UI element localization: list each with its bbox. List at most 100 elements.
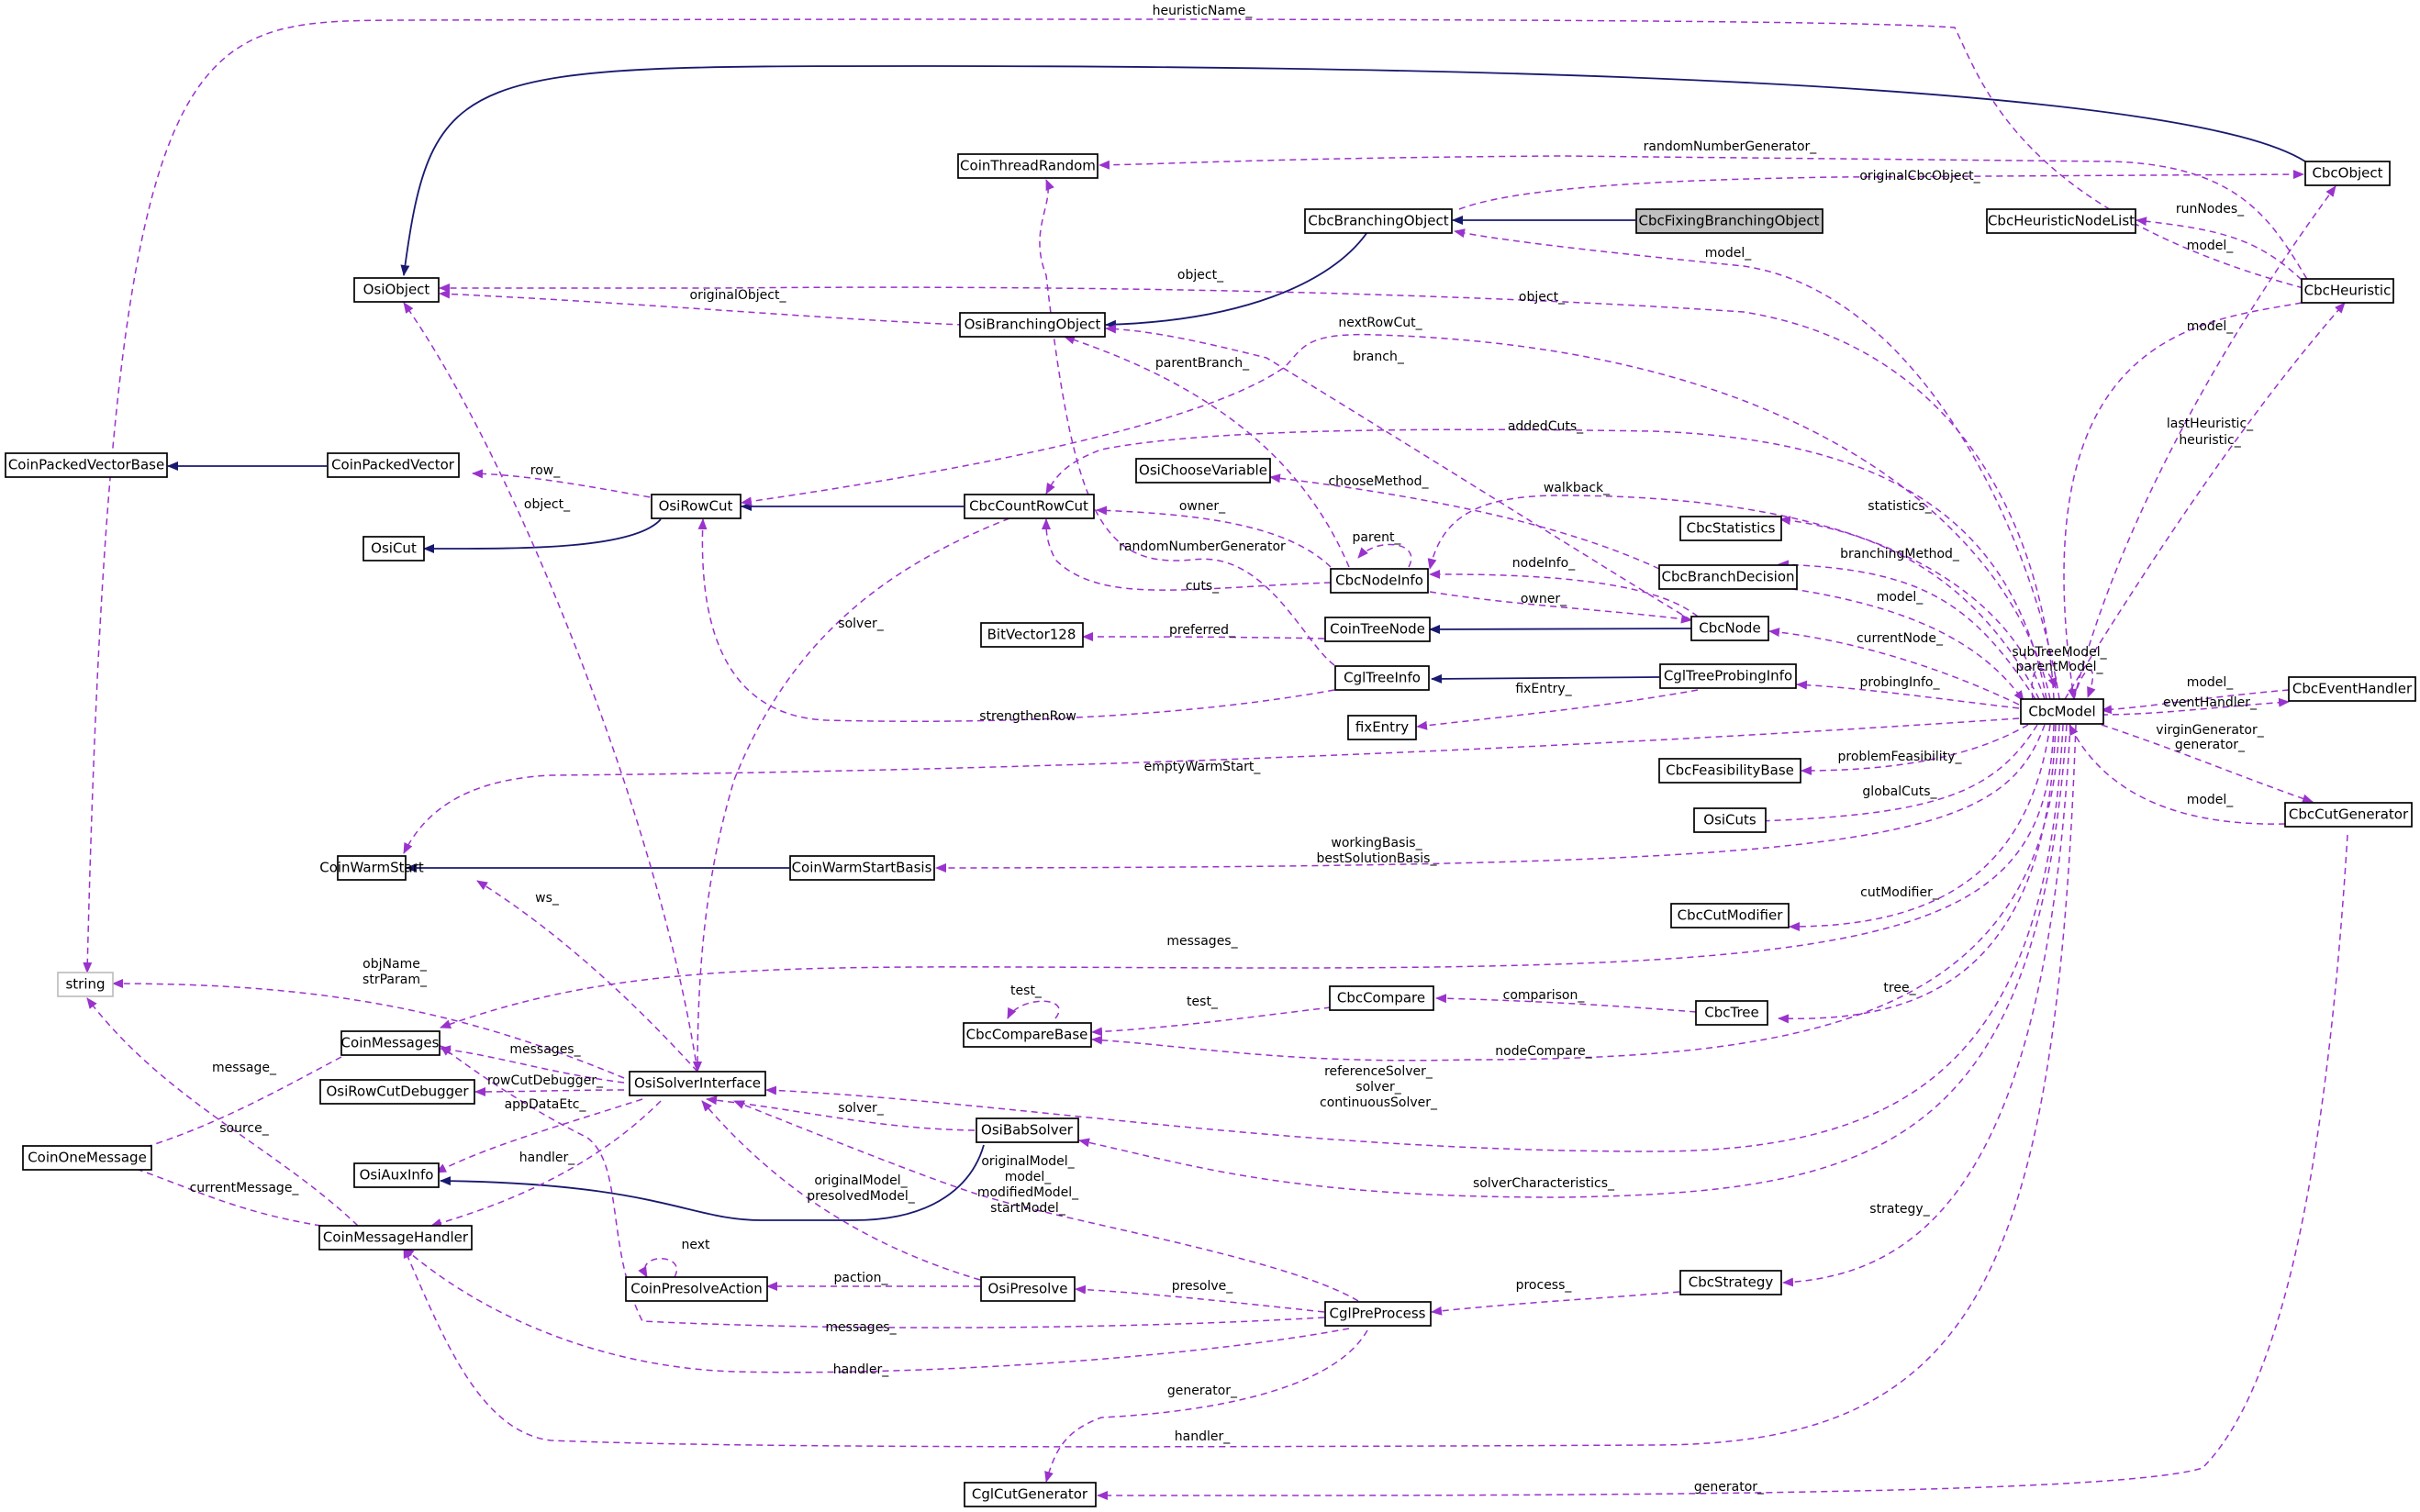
node-cbctree[interactable]: CbcTree: [1695, 1000, 1768, 1026]
svg-text:CbcEventHandler: CbcEventHandler: [2292, 681, 2413, 697]
edge-presolve: [1075, 1284, 1325, 1313]
label-model-eventhandler: model_: [2187, 675, 2235, 690]
edge-nodeinfo: [1429, 569, 1699, 617]
edge-handler-3: [403, 724, 2077, 1448]
node-cbcbranchingobject[interactable]: CbcBranchingObject: [1304, 208, 1453, 234]
label-presolvedmodel: presolvedModel_: [807, 1189, 916, 1204]
label-fixentry: fixEntry_: [1515, 682, 1572, 696]
node-cbcmodel[interactable]: CbcModel: [2020, 698, 2104, 725]
svg-text:OsiBabSolver: OsiBabSolver: [981, 1122, 1074, 1139]
label-choosemethod: chooseMethod_: [1328, 474, 1429, 489]
node-coinpresolveaction[interactable]: CoinPresolveAction: [625, 1276, 768, 1302]
label-nextrowcut: nextRowCut_: [1338, 316, 1422, 330]
node-coinwarmstartbasis[interactable]: CoinWarmStartBasis: [789, 855, 935, 881]
svg-text:CbcHeuristicNodeList: CbcHeuristicNodeList: [1988, 213, 2135, 229]
node-coinonemessage[interactable]: CoinOneMessage: [22, 1145, 152, 1171]
label-workingbasis: workingBasis_: [1331, 836, 1422, 850]
node-osicuts[interactable]: OsiCuts: [1693, 807, 1767, 833]
node-osiobject[interactable]: OsiObject: [353, 277, 440, 303]
label-model-cbcobject: model_: [2187, 239, 2235, 253]
node-cgltreeprobinginfo[interactable]: CglTreeProbingInfo: [1659, 663, 1797, 689]
label-appdataetc: appDataEtc_: [505, 1097, 587, 1112]
label-strengthenrow: strengthenRow: [979, 709, 1076, 724]
svg-text:CbcNodeInfo: CbcNodeInfo: [1335, 573, 1423, 589]
label-model-branching: model_: [1705, 246, 1753, 261]
node-cbccutmodifier[interactable]: CbcCutModifier: [1670, 903, 1790, 928]
node-cglcutgenerator[interactable]: CglCutGenerator: [964, 1482, 1097, 1507]
node-cbcbranchdecision[interactable]: CbcBranchDecision: [1658, 564, 1798, 590]
node-cbcnodeinfo[interactable]: CbcNodeInfo: [1330, 568, 1429, 594]
label-presolve: presolve_: [1172, 1279, 1234, 1294]
edge-virgingenerator: [2101, 724, 2314, 804]
label-solver-2: solver_: [1355, 1080, 1401, 1095]
inheritance-edges: [167, 65, 2306, 1221]
node-cbccompare[interactable]: CbcCompare: [1329, 985, 1434, 1011]
node-cbccomparebase[interactable]: CbcCompareBase: [963, 1022, 1092, 1048]
node-cbcfixingbranchingobject[interactable]: CbcFixingBranchingObject: [1635, 208, 1823, 234]
node-cointhreadrandom[interactable]: CoinThreadRandom: [957, 153, 1098, 179]
node-cbcheuristicnodelist[interactable]: CbcHeuristicNodeList: [1986, 208, 2136, 234]
node-osicut[interactable]: OsiCut: [362, 536, 425, 561]
svg-text:CoinOneMessage: CoinOneMessage: [28, 1150, 147, 1166]
svg-text:CoinPackedVectorBase: CoinPackedVectorBase: [8, 457, 164, 473]
edge-currentnode: [1768, 628, 2020, 706]
node-cbcstatistics[interactable]: CbcStatistics: [1679, 516, 1782, 541]
node-string[interactable]: string: [57, 972, 114, 997]
label-originalmodel-2: originalModel_: [814, 1173, 908, 1188]
node-coinmessagehandler[interactable]: CoinMessageHandler: [318, 1225, 473, 1251]
node-cbcstrategy[interactable]: CbcStrategy: [1679, 1270, 1782, 1295]
node-fixentry[interactable]: fixEntry: [1347, 715, 1417, 740]
node-cbceventhandler[interactable]: CbcEventHandler: [2288, 676, 2416, 702]
svg-text:CglCutGenerator: CglCutGenerator: [972, 1486, 1088, 1503]
node-osibabsolver[interactable]: OsiBabSolver: [976, 1117, 1079, 1143]
node-osirowcut[interactable]: OsiRowCut: [651, 494, 742, 519]
node-bitvector128[interactable]: BitVector128: [980, 622, 1084, 648]
label-generator-2: generator_: [1167, 1384, 1238, 1398]
edge-next: [638, 1258, 678, 1278]
edge-preferred: [1082, 632, 1325, 642]
edge-randomnumbergenerator: [1098, 155, 2314, 289]
svg-text:CoinPackedVector: CoinPackedVector: [331, 457, 455, 473]
node-osiauxinfo[interactable]: OsiAuxInfo: [353, 1162, 440, 1188]
edge-solvercharacteristics: [1078, 724, 2068, 1198]
edge-message: [128, 1056, 342, 1154]
node-osisolverinterface[interactable]: OsiSolverInterface: [629, 1071, 766, 1096]
label-handler-2: handler_: [833, 1362, 889, 1377]
node-coinmessages[interactable]: CoinMessages: [340, 1030, 441, 1056]
svg-text:CglTreeInfo: CglTreeInfo: [1344, 670, 1421, 686]
node-cglpreprocess[interactable]: CglPreProcess: [1324, 1301, 1432, 1327]
edge-osirowcut-to-osicut: [423, 518, 662, 554]
edge-owner-1: [1096, 506, 1332, 568]
label-cuts: cuts_: [1186, 579, 1220, 594]
edge-globalcuts: [1729, 724, 2038, 827]
label-messages-2: messages_: [509, 1042, 581, 1057]
edge-nextrowcut: [741, 333, 2051, 700]
label-model-list: model_: [1005, 1170, 1053, 1184]
node-cbccutgenerator[interactable]: CbcCutGenerator: [2284, 802, 2413, 828]
label-handler-1: handler_: [519, 1151, 575, 1165]
label-messages-3: messages_: [825, 1320, 897, 1335]
edge-fixentry: [1416, 689, 1699, 730]
edge-object-3: [403, 302, 698, 1073]
svg-text:OsiRowCut: OsiRowCut: [659, 498, 733, 515]
edge-branch: [1105, 324, 1692, 621]
node-cbcnode[interactable]: CbcNode: [1690, 616, 1769, 641]
node-osichoosevariable[interactable]: OsiChooseVariable: [1135, 458, 1271, 484]
svg-text:CglPreProcess: CglPreProcess: [1330, 1306, 1426, 1322]
node-cbcfeasibilitybase[interactable]: CbcFeasibilityBase: [1658, 758, 1801, 784]
label-randomnumbergenerator-2: randomNumberGenerator: [1119, 539, 1286, 554]
node-cgltreeinfo[interactable]: CglTreeInfo: [1334, 665, 1430, 691]
label-model-heuristic: model_: [2187, 319, 2235, 334]
node-osipresolve[interactable]: OsiPresolve: [980, 1276, 1076, 1302]
svg-text:CoinPresolveAction: CoinPresolveAction: [630, 1281, 762, 1297]
node-coinpackedvectorbase[interactable]: CoinPackedVectorBase: [5, 452, 168, 478]
node-coinpackedvector[interactable]: CoinPackedVector: [327, 452, 460, 478]
node-cbcheuristic[interactable]: CbcHeuristic: [2301, 278, 2394, 304]
svg-text:CoinMessageHandler: CoinMessageHandler: [323, 1229, 469, 1246]
node-coinwarmstart[interactable]: CoinWarmStart: [319, 855, 424, 881]
node-cointreenode[interactable]: CoinTreeNode: [1324, 617, 1431, 642]
node-osibranchingobject[interactable]: OsiBranchingObject: [959, 312, 1106, 338]
node-cbccountrowcut[interactable]: CbcCountRowCut: [964, 494, 1095, 519]
node-cbcobject[interactable]: CbcObject: [2304, 161, 2391, 186]
node-osirowcutdebugger[interactable]: OsiRowCutDebugger: [319, 1079, 475, 1105]
